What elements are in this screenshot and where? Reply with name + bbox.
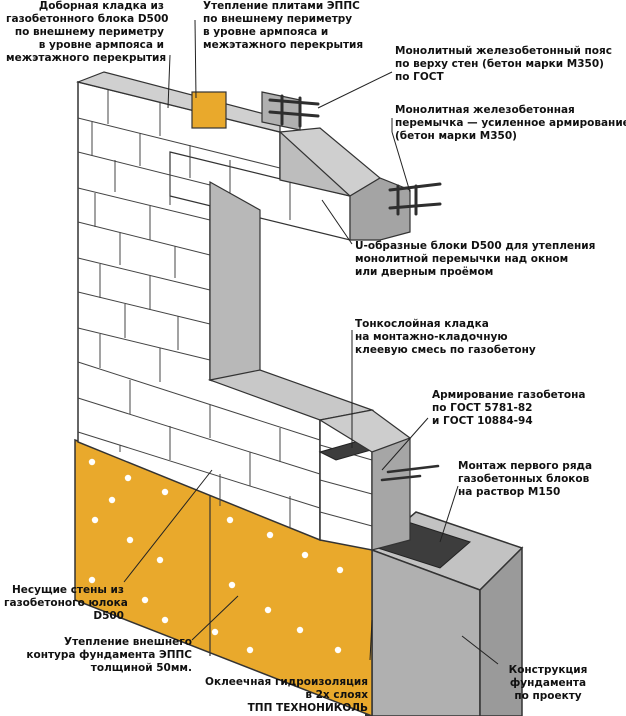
leader-lines [123,19,499,665]
foundation-side [479,546,523,716]
insulation-dowels [88,458,344,654]
lintel-beam-end [349,177,411,241]
label-ring-beam: Монолитный железобетонный пояс по верху … [395,45,612,83]
ring-beam-rebar [268,94,320,128]
label-extra-masonry: Доборная кладка из газобетонного блока D… [6,0,169,64]
label-foundation-insulation: Утепление внешнего контура фундамента ЭП… [26,636,192,674]
lintel-rebar [388,182,442,216]
opening-jamb [209,180,261,381]
label-foundation: Конструкция фундамента по проекту [508,664,588,702]
label-first-row: Монтаж первого ряда газобетонных блоков … [458,460,593,498]
vertical-joints [91,90,291,528]
sill-rebar [380,464,440,482]
label-eps-insulation: Утепление плитами ЭППС по внешнему перим… [203,0,364,51]
ring-beam [261,91,320,131]
label-u-blocks: U-образные блоки D500 для утепления моно… [355,240,596,278]
label-bearing-walls: Несущие стены из газобетоного юлока D500 [4,584,128,622]
label-reinforcement: Армирование газобетона по ГОСТ 5781-82 и… [432,389,586,427]
foundation-insulation-panels [74,438,373,716]
label-lintel: Монолитная железобетонная перемычка — ус… [395,104,626,142]
ring-beam-eps-strip [191,91,227,129]
mortar-joints [77,117,373,527]
label-thin-masonry: Тонкослойная кладка на монтажно-кладочну… [355,318,536,356]
label-waterproofing: Оклеечная гидроизоляция в 2х слоях ТПП Т… [205,676,368,714]
bearing-wall [77,81,373,551]
